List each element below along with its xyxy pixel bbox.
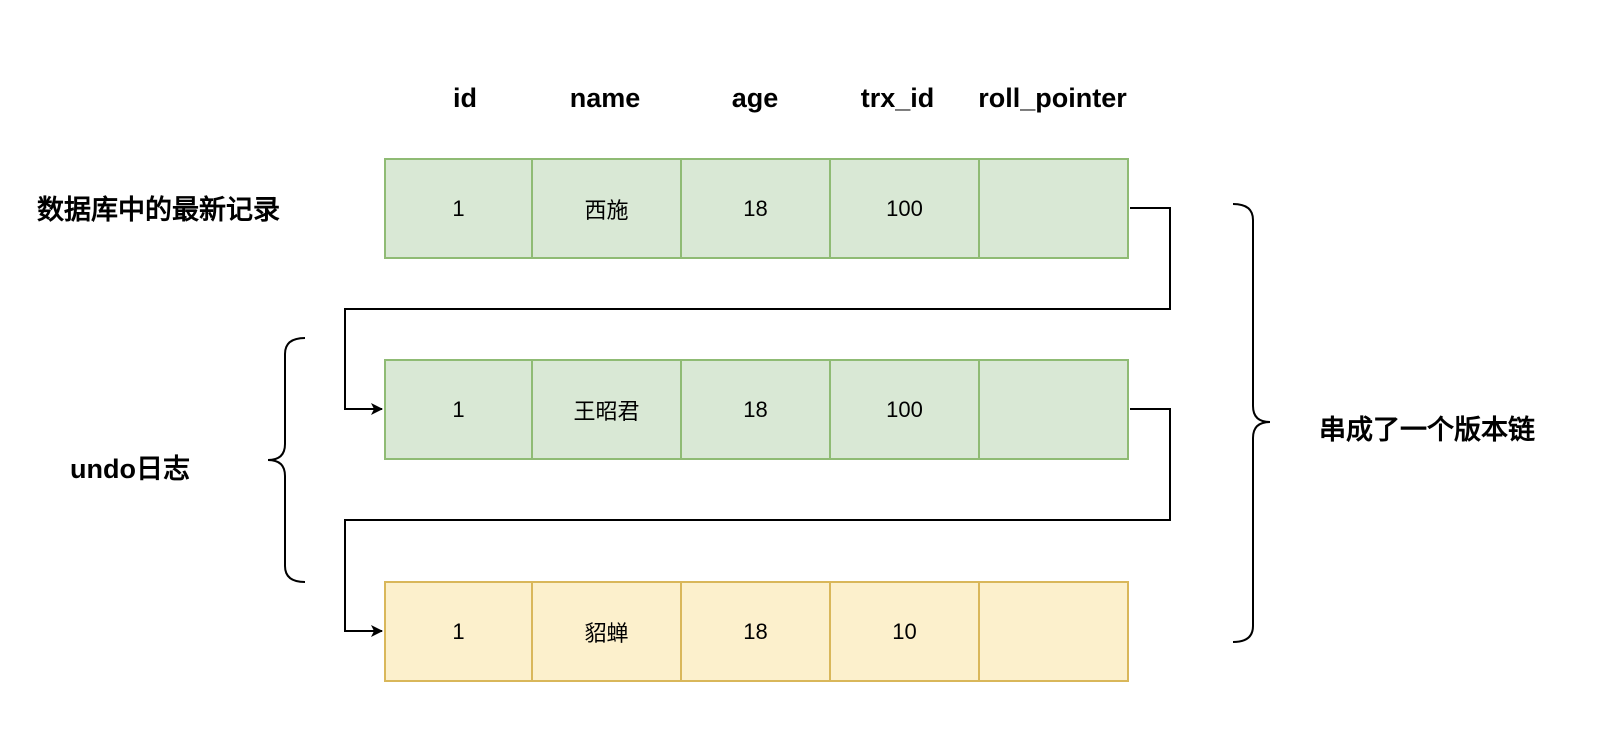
cell-name: 西施 [533, 158, 682, 259]
cell-id: 1 [384, 581, 533, 682]
column-header-roll-pointer: roll_pointer [978, 83, 1127, 113]
cell-roll-pointer [980, 581, 1129, 682]
latest-record-label: 数据库中的最新记录 [37, 195, 280, 225]
cell-id: 1 [384, 158, 533, 259]
version-chain-brace [1232, 203, 1271, 643]
cell-name: 貂蝉 [533, 581, 682, 682]
cell-age: 18 [682, 359, 831, 460]
record-row-undo-2: 1 貂蝉 18 10 [384, 581, 1129, 682]
cell-age: 18 [682, 581, 831, 682]
cell-age: 18 [682, 158, 831, 259]
undo-log-brace [267, 337, 306, 583]
record-row-latest: 1 西施 18 100 [384, 158, 1129, 259]
cell-roll-pointer [980, 158, 1129, 259]
cell-trx-id: 100 [831, 158, 980, 259]
roll-pointer-connector-2 [344, 408, 1171, 637]
cell-id: 1 [384, 359, 533, 460]
column-header-id: id [453, 83, 477, 113]
column-header-trx-id: trx_id [860, 83, 935, 113]
cell-trx-id: 10 [831, 581, 980, 682]
cell-trx-id: 100 [831, 359, 980, 460]
column-header-age: age [731, 83, 779, 113]
undo-log-label: undo日志 [70, 454, 190, 484]
cell-name: 王昭君 [533, 359, 682, 460]
column-header-name: name [569, 83, 641, 113]
roll-pointer-connector-1 [344, 207, 1171, 415]
cell-roll-pointer [980, 359, 1129, 460]
record-row-undo-1: 1 王昭君 18 100 [384, 359, 1129, 460]
version-chain-label: 串成了一个版本链 [1319, 415, 1535, 445]
